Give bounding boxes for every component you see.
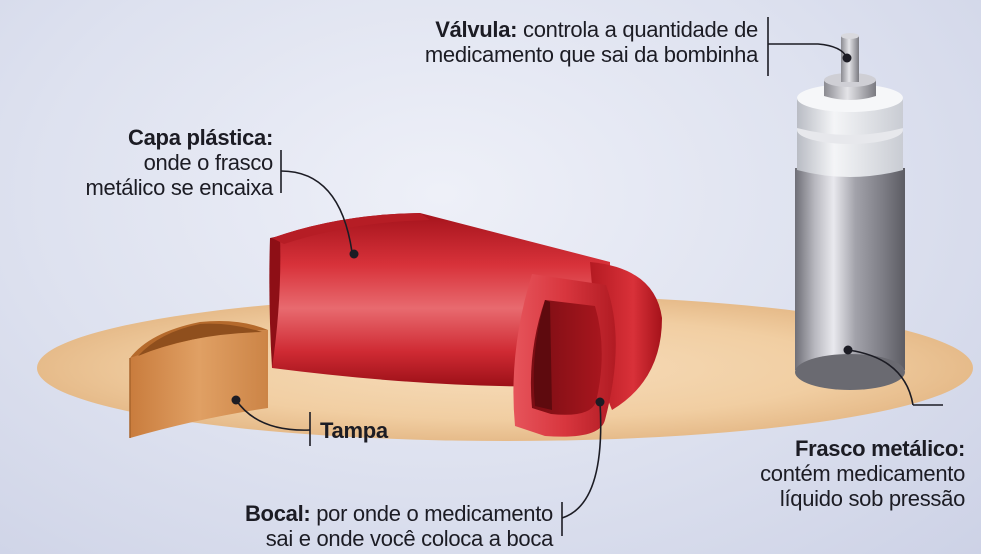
casing-desc-2: metálico se encaixa [85,175,273,200]
leader-dots [231,53,853,407]
valve-desc-1: controla a quantidade de [523,17,758,42]
canister-desc-1: contém medicamento [760,461,965,486]
canister-title: Frasco metálico: [794,436,965,461]
casing-label: Capa plástica: onde o frasco metálico se… [18,125,273,200]
mouthpiece-desc-2: sai e onde você coloca a boca [265,526,554,551]
valve-desc-2: medicamento que sai da bombinha [424,42,758,67]
cap-label: Tampa [320,418,388,443]
mouthpiece-label: Bocal: por onde o medicamento sai e onde… [160,501,553,551]
cap-title: Tampa [320,418,388,443]
mouthpiece-desc-1: por onde o medicamento [316,501,553,526]
mouthpiece-title: Bocal: [244,501,311,526]
casing-desc-1: onde o frasco [143,150,274,175]
casing-title: Capa plástica: [128,125,273,150]
valve-label: Válvula: controla a quantidade de medica… [330,17,758,67]
metal-canister-shape [795,33,905,390]
valve-title: Válvula: [435,17,518,42]
canister-label: Frasco metálico: contém medicamento líqu… [640,436,965,511]
leader-lines [235,17,943,536]
canister-desc-2: líquido sob pressão [779,486,965,511]
cap-shape [129,321,268,438]
